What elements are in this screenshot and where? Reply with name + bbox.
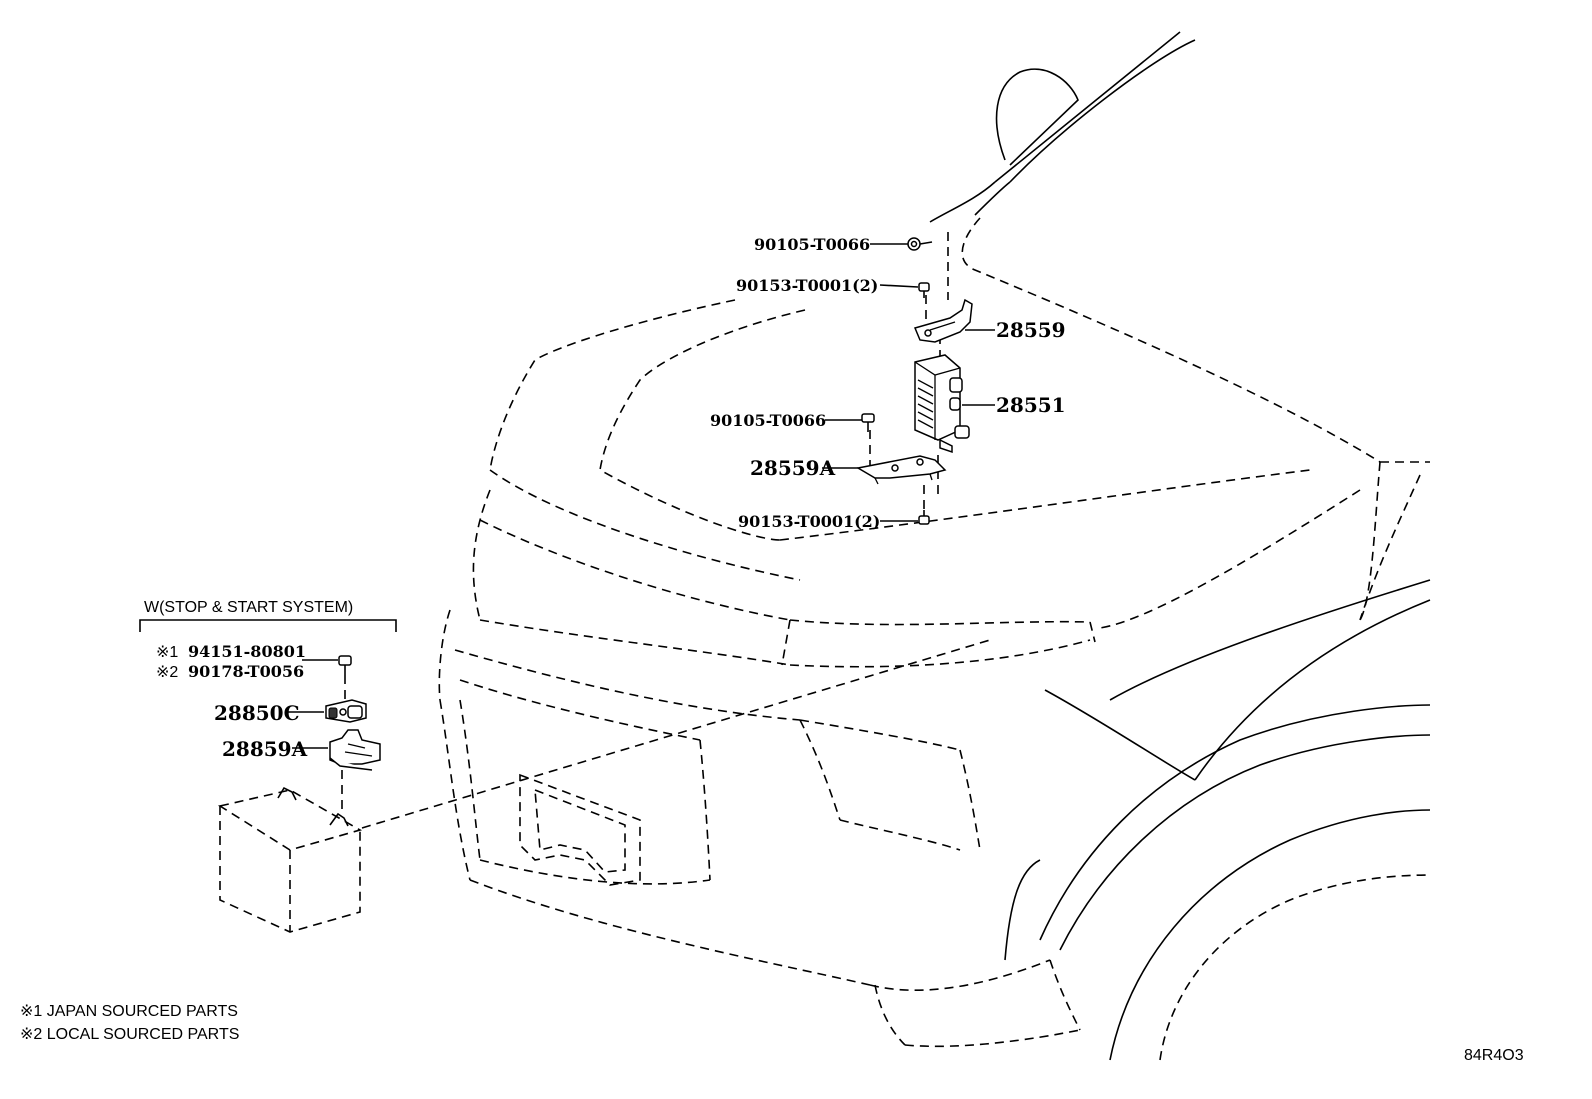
label-bolt-mid: 90105-T0066 [710, 411, 826, 430]
label-nut-top: 90153-T0001(2) [736, 276, 878, 295]
label-bracket-lower: 28559A [750, 456, 836, 480]
label-nut-local: 90178-T0056 [188, 662, 304, 681]
vehicle-outline [438, 31, 1431, 1061]
module-icon [914, 354, 970, 454]
label-bracket-upper: 28559 [996, 318, 1066, 342]
upper-assembly [855, 232, 973, 525]
label-bolt-top: 90105-T0066 [754, 235, 870, 254]
mark-local: ※2 [156, 664, 178, 681]
bracket-lower-icon [855, 455, 947, 485]
label-module: 28551 [996, 393, 1066, 417]
nut-ss-icon [338, 655, 352, 675]
label-sensor-bracket: 28859A [222, 737, 308, 761]
bracket-upper-icon [913, 298, 973, 343]
note-japan: ※1 JAPAN SOURCED PARTS [20, 1003, 238, 1020]
bolt-top-icon [907, 237, 933, 251]
label-sensor: 28850C [214, 701, 300, 725]
battery-icon [217, 786, 363, 933]
note-local: ※2 LOCAL SOURCED PARTS [20, 1026, 239, 1043]
sensor-icon [325, 699, 367, 723]
bolt-mid-icon [861, 413, 875, 432]
mark-japan: ※1 [156, 644, 178, 661]
label-nut-bottom: 90153-T0001(2) [738, 512, 880, 531]
group-heading: W(STOP & START SYSTEM) [144, 599, 353, 616]
figure-code: 84R4O3 [1464, 1047, 1524, 1064]
stop-start-group [139, 619, 991, 933]
nut-top-icon [918, 282, 930, 298]
leader-lines-upper [822, 243, 995, 522]
part-labels: 90105-T0066 90153-T0001(2) 28559 28551 9… [20, 235, 1524, 1064]
label-nut-japan: 94151-80801 [188, 642, 306, 661]
sensor-bracket-icon [329, 729, 381, 771]
nut-bottom-icon [918, 510, 930, 525]
